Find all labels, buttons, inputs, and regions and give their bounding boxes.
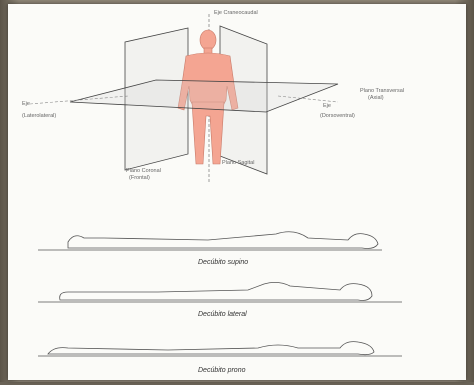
plano-transversal-sub-label: (Axial) <box>368 95 384 101</box>
label-prono: Decúbito prono <box>198 367 246 374</box>
plano-coronal-label: Plano Coronal <box>126 168 161 174</box>
figure-prono <box>48 342 374 355</box>
figure-lateral <box>60 282 372 300</box>
position-lateral: Decúbito lateral <box>38 282 402 318</box>
planes-illustration: Eje Craneocaudal Plano Transversal (Axia… <box>22 10 404 182</box>
label-lateral: Decúbito lateral <box>198 311 247 318</box>
eje-right-sub-label: (Dorsoventral) <box>320 113 355 119</box>
label-supino: Decúbito supino <box>198 259 248 266</box>
figure-supino <box>68 232 378 249</box>
position-prono: Decúbito prono <box>38 342 402 374</box>
transverse-plane <box>70 80 338 112</box>
position-supino: Decúbito supino <box>38 232 382 266</box>
eje-left-label: Eje <box>22 101 30 107</box>
diagram-sheet: Eje Craneocaudal Plano Transversal (Axia… <box>8 4 466 380</box>
anatomy-diagram: Eje Craneocaudal Plano Transversal (Axia… <box>8 4 466 380</box>
eje-right-label: Eje <box>323 103 331 109</box>
axis-craneocaudal-label: Eje Craneocaudal <box>214 10 258 16</box>
plano-transversal-label: Plano Transversal <box>360 88 404 94</box>
plano-sagital-label: Plano Sagital <box>222 160 254 166</box>
plano-coronal-sub-label: (Frontal) <box>129 175 150 181</box>
eje-left-sub-label: (Laterolateral) <box>22 113 56 119</box>
